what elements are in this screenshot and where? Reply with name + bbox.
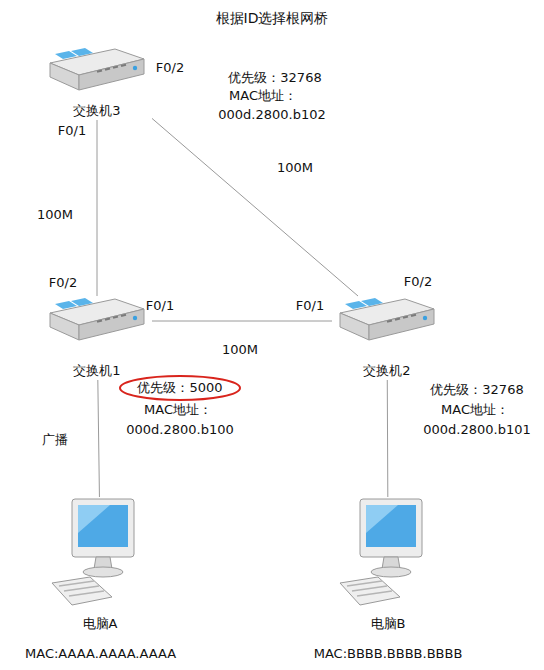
switch-screen <box>361 298 383 306</box>
monitor-base <box>371 567 411 577</box>
switch-port <box>97 320 102 321</box>
switch-port <box>121 315 126 316</box>
port-label: F0/1 <box>58 122 86 140</box>
computer-node: 电脑B MAC:BBBB.BBBB.BBBB <box>313 497 463 663</box>
switch-screen <box>71 48 93 56</box>
highlight-ellipse <box>120 376 240 400</box>
switch-node: 交换机3 <box>42 46 152 120</box>
computer-icon <box>338 497 438 607</box>
bridge-info: 优先级：5000 <box>137 379 222 397</box>
computer-node: 电脑A MAC:AAAA.AAAA.AAAA <box>25 497 175 663</box>
bridge-info: MAC地址： <box>229 87 297 105</box>
network-link <box>152 321 332 322</box>
keyboard <box>340 577 400 605</box>
switch-port <box>105 319 110 320</box>
switch-icon <box>337 296 437 346</box>
port-label: F0/2 <box>156 59 184 77</box>
switch-led <box>133 316 137 320</box>
switch-led <box>423 316 427 320</box>
diagram-title: 根据ID选择根网桥 <box>216 9 329 27</box>
switch-node: 交换机1 <box>42 296 152 380</box>
device-name: 交换机2 <box>332 362 442 380</box>
link-label: 广播 <box>42 431 68 449</box>
port-label: F0/2 <box>404 273 432 291</box>
switch-node: 交换机2 <box>332 296 442 380</box>
switch-port <box>105 69 110 70</box>
switch-front <box>79 309 144 340</box>
monitor-frame <box>360 499 422 557</box>
link-label: 100M <box>277 159 313 177</box>
switch-side <box>50 313 79 340</box>
switch-side <box>340 313 369 340</box>
mac-address: MAC:AAAA.AAAA.AAAA <box>25 645 175 663</box>
device-name: 电脑B <box>313 615 463 633</box>
monitor-screen <box>366 505 416 547</box>
network-link <box>98 380 100 497</box>
keyboard-keys <box>64 586 99 591</box>
bridge-info: 优先级：32768 <box>430 381 523 399</box>
keyboard-keys <box>59 581 94 586</box>
bridge-info: MAC地址： <box>441 401 509 419</box>
switch-led <box>133 66 137 70</box>
network-link <box>97 120 98 296</box>
switch-side <box>50 63 79 90</box>
bridge-info: 000d.2800.b102 <box>218 106 325 124</box>
keyboard <box>52 577 112 605</box>
screen-glare <box>78 505 110 533</box>
bridge-info: MAC地址： <box>144 401 212 419</box>
switch-front <box>79 59 144 90</box>
screen-glare <box>366 505 398 533</box>
monitor-screen <box>78 505 128 547</box>
monitor-frame <box>72 499 134 557</box>
monitor-base <box>83 567 123 577</box>
device-name: 交换机1 <box>42 362 152 380</box>
keyboard-keys <box>352 586 387 591</box>
port-label: F0/1 <box>146 297 174 315</box>
network-link <box>152 118 358 296</box>
link-label: 100M <box>37 206 73 224</box>
switch-port <box>403 317 408 318</box>
keyboard-keys <box>347 581 382 586</box>
switch-icon <box>47 46 147 96</box>
device-name: 交换机3 <box>42 102 152 120</box>
switch-port <box>387 320 392 321</box>
port-label: F0/2 <box>49 274 77 292</box>
switch-icon <box>47 296 147 346</box>
switch-port <box>113 67 118 68</box>
bridge-info: 000d.2800.b101 <box>423 421 530 439</box>
network-link <box>387 380 389 497</box>
mac-address: MAC:BBBB.BBBB.BBBB <box>313 645 463 663</box>
switch-port <box>97 70 102 71</box>
computer-icon <box>50 497 150 607</box>
switch-port <box>121 65 126 66</box>
switch-port <box>113 317 118 318</box>
switch-screen <box>71 298 93 306</box>
port-label: F0/1 <box>296 297 324 315</box>
switch-port <box>411 315 416 316</box>
bridge-info: 000d.2800.b100 <box>126 421 233 439</box>
keyboard-keys <box>357 591 392 596</box>
bridge-info: 优先级：32768 <box>228 69 321 87</box>
link-label: 100M <box>222 341 258 359</box>
switch-port <box>395 319 400 320</box>
keyboard-keys <box>69 591 104 596</box>
device-name: 电脑A <box>25 615 175 633</box>
switch-front <box>369 309 434 340</box>
